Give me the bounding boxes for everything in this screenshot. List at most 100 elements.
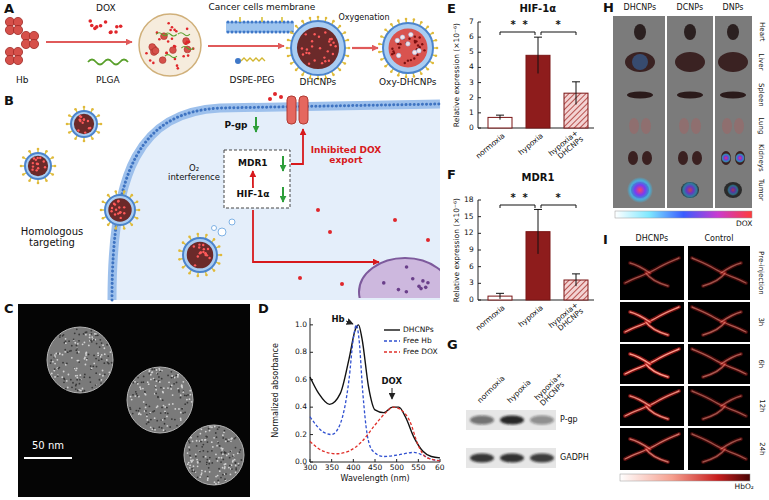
tem-grain [190, 437, 192, 439]
axis-title: Relative expression (×10⁻⁶) [453, 198, 461, 302]
tem-grain [75, 375, 77, 377]
tem-grain [104, 373, 106, 375]
membrane-protein [45, 179, 48, 182]
membrane-protein [136, 217, 139, 220]
tem-grain [207, 476, 209, 478]
drug-dot [120, 217, 122, 219]
tem-grain [140, 414, 142, 416]
flow-arrow [282, 156, 284, 171]
tem-grain [201, 470, 203, 472]
tick-label: 60 [435, 464, 445, 472]
tick-mark [478, 37, 481, 38]
tem-grain [93, 339, 95, 341]
tem-grain [164, 423, 166, 425]
tem-grain [162, 419, 164, 421]
drug-dot [110, 210, 112, 212]
drug-dot [408, 38, 410, 40]
tem-grain [171, 384, 173, 386]
tem-grain [137, 395, 139, 397]
tem-grain [64, 351, 66, 353]
drug-dot [207, 248, 209, 250]
tem-grain [67, 387, 69, 389]
tem-grain [217, 428, 219, 430]
tem-grain [197, 465, 199, 467]
tem-grain [148, 383, 150, 385]
plga-chain [181, 47, 193, 50]
oxygen-bubble [396, 53, 400, 57]
tem-grain [97, 354, 99, 356]
membrane-protein [68, 114, 71, 117]
tick-label: 12 [464, 229, 474, 237]
drug-dot [113, 202, 115, 204]
drug-dot [87, 120, 89, 122]
dox-dot [167, 40, 170, 43]
tem-grain [157, 373, 159, 375]
drug-dot [319, 47, 321, 49]
particle-core [28, 156, 48, 176]
drug-dot [81, 122, 83, 124]
tem-grain [170, 388, 172, 390]
drug-dot [199, 251, 201, 253]
tem-grain [157, 396, 159, 398]
tem-grain [177, 374, 179, 376]
vessel-glow [630, 312, 650, 322]
lipid-head [266, 30, 269, 33]
membrane-protein [301, 20, 304, 23]
chromatin-dot [382, 281, 386, 285]
tem-grain [63, 378, 65, 380]
tem-grain [62, 362, 64, 364]
drug-dot [313, 59, 315, 61]
tem-grain [219, 445, 221, 447]
plga-core-particle [139, 14, 201, 76]
protein-band [530, 416, 554, 425]
kidney [735, 151, 745, 165]
tem-grain [99, 379, 101, 381]
significance-star: * [556, 192, 561, 203]
drug-dot [323, 56, 325, 58]
membrane-protein [325, 17, 328, 20]
panel-g-western-blot [466, 410, 556, 468]
tem-grain [70, 379, 72, 381]
tick-label: 550 [411, 464, 425, 472]
tem-grain [219, 470, 221, 472]
tick-label: 0.4 [295, 403, 307, 411]
chromatin-dot [397, 288, 401, 292]
dox-dot [316, 208, 320, 212]
blot-strip [466, 410, 556, 430]
lipid-head [270, 20, 273, 23]
tem-grain [83, 376, 85, 378]
tem-grain [94, 333, 96, 335]
tem-grain [151, 371, 153, 373]
tem-grain [171, 375, 173, 377]
effect-label: Inhibited DOX export [310, 146, 382, 166]
tem-grain [205, 438, 207, 440]
lane-label: hypoxia+ DHCNPs [533, 366, 574, 407]
tick-label: 3 [469, 279, 474, 287]
tem-grain [51, 373, 53, 375]
tem-grain [163, 387, 165, 389]
tem-grain [161, 427, 163, 429]
tem-grain [158, 368, 160, 370]
tem-grain [205, 435, 207, 437]
tem-grain [75, 369, 77, 371]
membrane-protein [102, 217, 105, 220]
tem-grain [85, 364, 87, 366]
tick-mark [478, 266, 481, 267]
tem-grain [90, 368, 92, 370]
significance-star: * [523, 192, 528, 203]
tem-grain [155, 385, 157, 387]
dox-dot [173, 45, 176, 48]
tem-grain [61, 376, 63, 378]
lipid-head [246, 30, 249, 33]
flow-arrow [255, 117, 257, 132]
tem-grain [207, 441, 209, 443]
tem-grain [132, 382, 134, 384]
tem-grain [85, 352, 87, 354]
drug-dot [37, 163, 39, 165]
tem-grain [155, 389, 157, 391]
lipid-head [262, 30, 265, 33]
membrane-shell [291, 21, 345, 75]
vessel-glow [721, 354, 741, 364]
category-label: hypoxia [517, 132, 545, 157]
tem-grain [69, 350, 71, 352]
